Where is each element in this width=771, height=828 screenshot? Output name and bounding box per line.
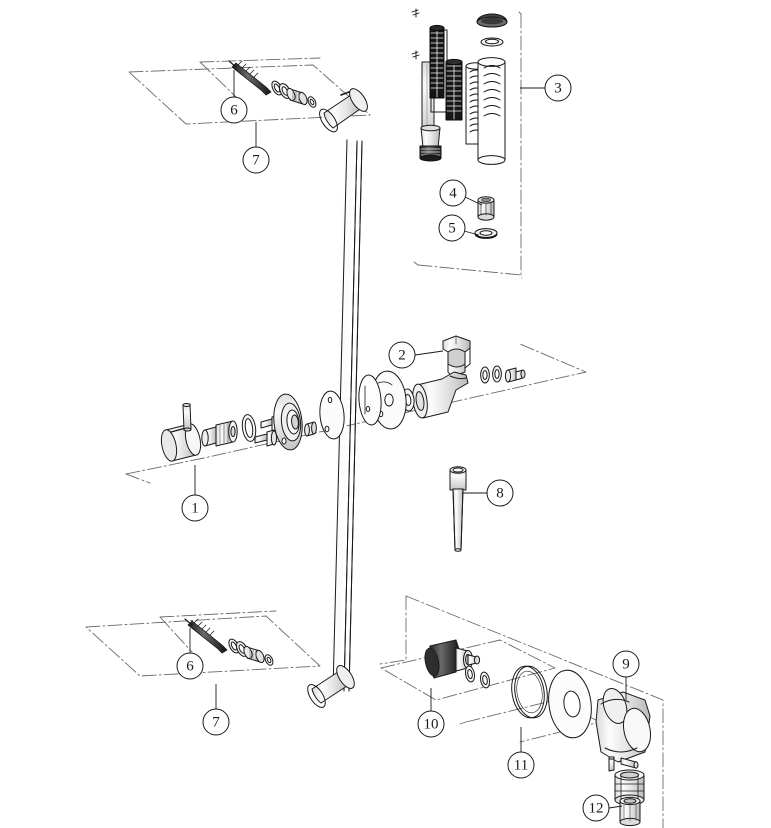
callout-5[interactable]: 5 <box>438 214 480 242</box>
callout-leader-line <box>464 196 483 206</box>
callout-circle[interactable] <box>220 96 248 124</box>
valve-small-nut <box>304 421 317 437</box>
wand-spray-core <box>429 24 445 99</box>
rail-top-mount <box>319 88 368 133</box>
callout-leader-line <box>463 230 480 236</box>
callout-4[interactable]: 4 <box>439 179 483 207</box>
escutcheon-o-ring <box>511 665 548 719</box>
part-10-check-valve-cartridge <box>424 639 491 689</box>
wand-insert-a <box>445 58 463 121</box>
handle-grub-pin <box>182 403 192 432</box>
callout-circle[interactable] <box>388 341 416 369</box>
callout-7b[interactable]: 7 <box>202 684 230 736</box>
fixing-screw-b <box>254 429 278 447</box>
part-1-valve-handle-assembly <box>160 390 345 462</box>
callout-2[interactable]: 2 <box>388 341 444 369</box>
handle-cap <box>160 423 202 462</box>
callout-1[interactable]: 1 <box>181 465 209 522</box>
callout-leader-line <box>608 805 623 809</box>
part-6-7-lower-group <box>184 618 274 666</box>
wand-cap <box>476 13 508 28</box>
callout-circle[interactable] <box>544 74 572 102</box>
wand-cap-gasket <box>480 37 504 47</box>
part-9-wall-outlet-elbow <box>595 688 652 806</box>
callout-7[interactable]: 7 <box>242 122 270 174</box>
holder-disc-large <box>371 370 407 430</box>
handle-o-ring <box>241 414 257 442</box>
wand-screws <box>411 8 420 60</box>
callout-6[interactable]: 6 <box>220 70 248 124</box>
callout-3[interactable]: 3 <box>520 74 572 102</box>
valve-escutcheon-flange <box>273 393 303 451</box>
fixing-screw-upper <box>228 60 272 96</box>
wand-grip-nut <box>419 124 442 162</box>
callout-circle[interactable] <box>242 146 270 174</box>
escutcheon-cover-plate <box>548 669 592 739</box>
handle-adapter <box>201 420 238 447</box>
callout-circle[interactable] <box>417 710 445 738</box>
part-12-connector-sleeve <box>619 796 641 827</box>
elbow-grub-screw <box>608 756 615 772</box>
part-6-7-upper-group <box>228 60 317 108</box>
callout-11[interactable]: 11 <box>507 727 535 779</box>
wand-outer-sleeve <box>477 57 506 165</box>
callout-circle[interactable] <box>439 179 467 207</box>
callout-circle[interactable] <box>486 479 514 507</box>
callout-circle[interactable] <box>181 494 209 522</box>
fixing-screw-lower <box>184 618 228 654</box>
callout-circle[interactable] <box>612 650 640 678</box>
part-5-sealing-washer <box>474 228 498 239</box>
part-8-shower-hose <box>449 466 467 552</box>
holder-stud <box>504 367 526 383</box>
callout-circle[interactable] <box>202 708 230 736</box>
holder-base-body <box>412 371 469 419</box>
holder-cover-cap <box>358 374 382 426</box>
callout-8[interactable]: 8 <box>462 479 514 507</box>
part-4-filter-sleeve <box>477 196 495 221</box>
callout-6b[interactable]: 6 <box>176 628 204 680</box>
callout-leader-line <box>414 350 444 356</box>
elbow-connector-nut <box>614 769 645 806</box>
elbow-pin <box>620 757 639 769</box>
holder-cradle-clip <box>442 335 471 378</box>
valve-cover-disc <box>319 390 345 440</box>
callout-circle[interactable] <box>176 652 204 680</box>
part-11-escutcheon-and-oring <box>511 665 592 739</box>
callout-circle[interactable] <box>582 794 610 822</box>
part-2-handshower-holder <box>358 335 526 430</box>
callout-circle[interactable] <box>438 214 466 242</box>
callout-10[interactable]: 10 <box>417 688 445 738</box>
callout-circle[interactable] <box>507 751 535 779</box>
part-3-handshower-wand <box>411 8 508 165</box>
rail-bottom-mount <box>307 665 355 708</box>
